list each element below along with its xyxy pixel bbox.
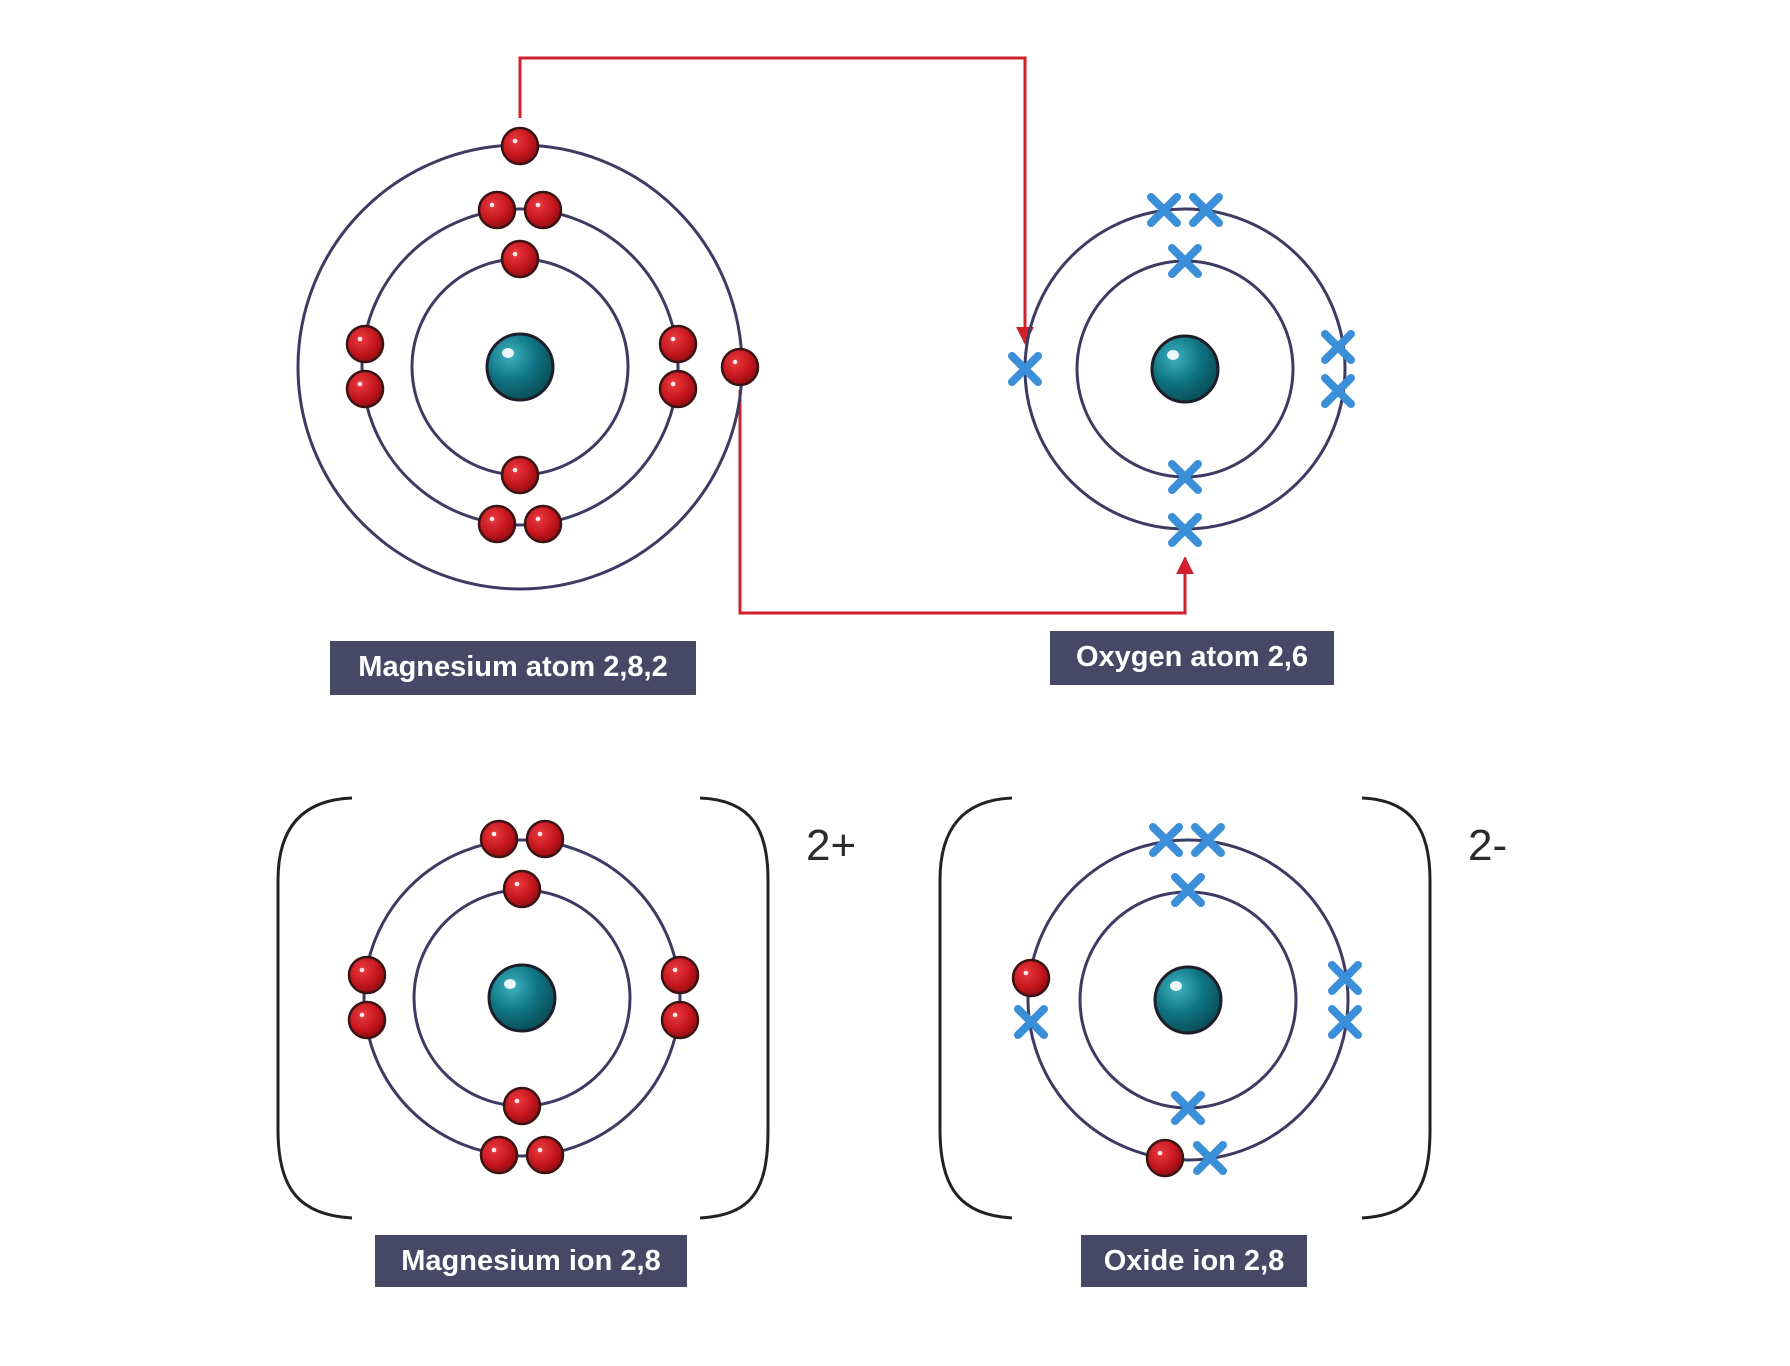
oxygen-atom-label: Oxygen atom 2,6: [1050, 631, 1334, 685]
electron-dot: [477, 190, 517, 230]
electron-dot: [477, 504, 517, 544]
electron-dot: [720, 347, 760, 387]
label-box: [375, 1235, 687, 1287]
electron-dot: [500, 455, 540, 495]
electron-cross: [1328, 961, 1362, 995]
electron-cross: [1168, 244, 1202, 278]
label-box: [1050, 631, 1334, 685]
label-text: Magnesium ion 2,8: [401, 1245, 660, 1277]
electron-dot: [347, 955, 387, 995]
electron-cross: [1147, 193, 1181, 227]
oxide-ion: [1011, 823, 1362, 1178]
oxide-ion-label: Oxide ion 2,8: [1081, 1235, 1307, 1287]
nucleus: [487, 963, 557, 1033]
electron-cross: [1191, 823, 1225, 857]
label-box: [330, 641, 696, 695]
transfer-arrow-top: [518, 56, 1034, 345]
electron-shell: [360, 207, 680, 527]
electron-cross: [1189, 193, 1223, 227]
label-text: Oxygen atom 2,6: [1076, 641, 1308, 673]
right-bracket: [699, 796, 770, 1220]
magnesium-ion-label: Magnesium ion 2,8: [375, 1235, 687, 1287]
electron-dot: [500, 239, 540, 279]
electron-dot: [347, 1000, 387, 1040]
electron-dot: [479, 1135, 519, 1175]
electron-shell: [362, 838, 682, 1158]
electron-shell: [1026, 838, 1350, 1162]
magnesium-atom-label: Magnesium atom 2,8,2: [330, 641, 696, 695]
right-bracket: [1361, 796, 1432, 1220]
electron-cross: [1008, 352, 1042, 386]
magnesium-ion-brackets: [276, 796, 770, 1220]
magnesium-ion: [347, 819, 700, 1175]
electron-cross: [1321, 330, 1355, 364]
electron-dot: [658, 369, 698, 409]
electron-dot: [479, 819, 519, 859]
electron-dot: [660, 955, 700, 995]
electron-dot: [658, 324, 698, 364]
electron-dot: [345, 369, 385, 409]
electron-cross: [1149, 823, 1183, 857]
electron-dot: [502, 869, 542, 909]
electron-cross: [1193, 1141, 1227, 1175]
electron-dot: [523, 190, 563, 230]
nucleus: [485, 332, 555, 402]
electron-cross: [1328, 1005, 1362, 1039]
electron-dot: [502, 1086, 542, 1126]
electron-cross: [1321, 374, 1355, 408]
electron-dot: [500, 126, 540, 166]
electron-transfer-arrows: [518, 56, 1194, 615]
electron-cross: [1171, 873, 1205, 907]
transfer-arrow-bottom: [738, 390, 1194, 615]
nucleus: [1153, 965, 1223, 1035]
oxygen-atom: [1008, 193, 1355, 547]
label-text: Oxide ion 2,8: [1104, 1245, 1285, 1277]
electron-cross: [1168, 513, 1202, 547]
electron-dot: [523, 504, 563, 544]
electron-cross: [1168, 460, 1202, 494]
electron-cross: [1171, 1091, 1205, 1125]
electron-dot: [525, 1135, 565, 1175]
electron-cross: [1014, 1005, 1048, 1039]
electron-dot: [345, 324, 385, 364]
oxide-ion-brackets: [938, 796, 1432, 1220]
nucleus: [1150, 334, 1220, 404]
electron-dot: [660, 1000, 700, 1040]
left-bracket: [276, 796, 353, 1220]
label-text: Magnesium atom 2,8,2: [358, 651, 667, 683]
magnesium-ion-charge: 2+: [806, 821, 856, 870]
left-bracket: [938, 796, 1013, 1220]
electron-dot: [525, 819, 565, 859]
electron-dot: [1011, 958, 1051, 998]
electron-dot: [1145, 1138, 1185, 1178]
oxide-ion-charge: 2-: [1468, 821, 1507, 870]
magnesium-atom: [296, 126, 760, 591]
label-box: [1081, 1235, 1307, 1287]
